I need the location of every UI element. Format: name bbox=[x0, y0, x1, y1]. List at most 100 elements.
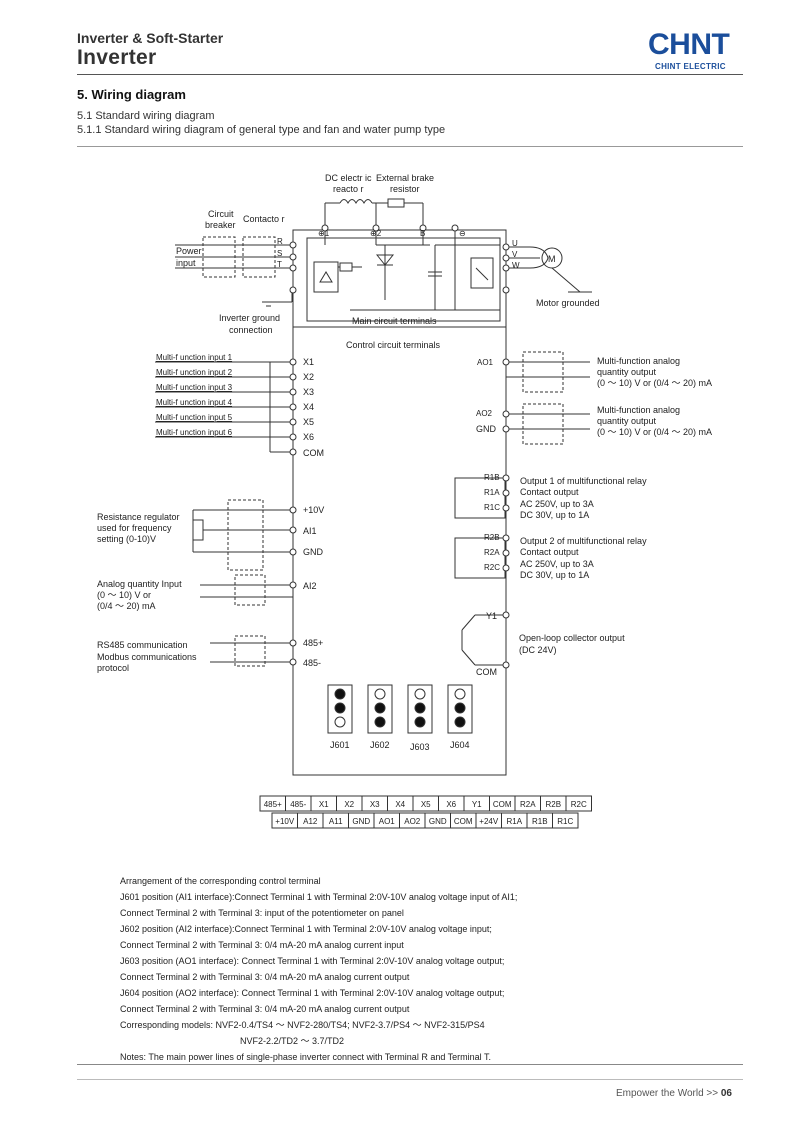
wiring-diagram: DC electr ic reacto r External brake res… bbox=[97, 173, 712, 829]
terminal-label: X4 bbox=[395, 800, 405, 809]
header-category: Inverter & Soft-Starter bbox=[77, 30, 224, 46]
term-r1b: R1B bbox=[484, 473, 500, 482]
oc-label-2: (DC 24V) bbox=[519, 645, 557, 655]
footer-rule-2 bbox=[77, 1079, 743, 1080]
term-p1: ⊕1 bbox=[318, 229, 330, 238]
term-t: T bbox=[277, 260, 282, 269]
rs-label-3: protocol bbox=[97, 663, 129, 673]
res-label-2: used for frequency bbox=[97, 523, 172, 533]
relay2-label-4: DC 30V, up to 1A bbox=[520, 570, 589, 580]
relay1-label-2: Contact output bbox=[520, 487, 579, 497]
terminal-label: R2B bbox=[545, 800, 561, 809]
section-rule bbox=[77, 146, 743, 147]
logo-subtitle: CHINT ELECTRIC bbox=[655, 62, 726, 71]
ground-label-1: Inverter ground bbox=[219, 313, 280, 323]
note-line: Notes: The main power lines of single-ph… bbox=[120, 1052, 492, 1062]
term-r: R bbox=[277, 237, 283, 246]
mf-input-4: Multi-f unction input 4 bbox=[156, 398, 233, 407]
term-w: W bbox=[512, 261, 520, 270]
note-line: Connect Terminal 2 with Terminal 3: 0/4 … bbox=[120, 940, 404, 950]
term-ao2: AO2 bbox=[476, 409, 493, 418]
mf-input-1: Multi-f unction input 1 bbox=[156, 353, 233, 362]
terminal-label: AO2 bbox=[404, 817, 421, 826]
term-ai2: AI2 bbox=[303, 581, 317, 591]
relay1-label-4: DC 30V, up to 1A bbox=[520, 510, 589, 520]
footer-text: Empower the World >> bbox=[616, 1088, 719, 1099]
motor-ground-label: Motor grounded bbox=[536, 298, 600, 308]
term-com-right: COM bbox=[476, 667, 497, 677]
brake-label-2: resistor bbox=[390, 184, 420, 194]
term-x1: X1 bbox=[303, 357, 314, 367]
footer: Empower the World >> 06 bbox=[616, 1088, 732, 1099]
motor-symbol: M bbox=[548, 254, 556, 264]
note-line: NVF2-2.2/TD2 ～ 3.7/TD2 bbox=[240, 1036, 345, 1046]
term-s: S bbox=[277, 249, 282, 258]
page-number: 06 bbox=[720, 1088, 732, 1099]
term-ao1: AO1 bbox=[477, 358, 494, 367]
term-gnd-right: GND bbox=[476, 424, 497, 434]
terminal-label: 485+ bbox=[264, 800, 282, 809]
terminal-label: A12 bbox=[303, 817, 318, 826]
term-10v: +10V bbox=[303, 505, 324, 515]
terminal-label: X3 bbox=[370, 800, 380, 809]
terminal-label: R1C bbox=[557, 817, 573, 826]
contactor-label: Contacto r bbox=[243, 214, 285, 224]
term-r1a: R1A bbox=[484, 488, 500, 497]
term-b: B bbox=[420, 229, 425, 238]
term-com-left: COM bbox=[303, 448, 324, 458]
ao2-label-2: quantity output bbox=[597, 416, 657, 426]
terminal-label: +10V bbox=[275, 817, 295, 826]
jumper-j603: J603 bbox=[410, 742, 430, 752]
dc-reactor-label-2: reacto r bbox=[333, 184, 364, 194]
term-485p: 485+ bbox=[303, 638, 323, 648]
term-u: U bbox=[512, 239, 518, 248]
rs-label-2: Modbus communications bbox=[97, 652, 197, 662]
jumper-j601: J601 bbox=[330, 740, 350, 750]
note-line: J601 position (AI1 interface):Connect Te… bbox=[120, 892, 518, 902]
note-line: J603 position (AO1 interface): Connect T… bbox=[120, 956, 505, 966]
ao1-label-2: quantity output bbox=[597, 367, 657, 377]
term-ai1: AI1 bbox=[303, 526, 317, 536]
relay1-label-1: Output 1 of multifunctional relay bbox=[520, 476, 647, 486]
power-label-2: input bbox=[176, 258, 196, 268]
footer-rule-1 bbox=[77, 1064, 743, 1065]
jumper-j604: J604 bbox=[450, 740, 470, 750]
note-line: Connect Terminal 2 with Terminal 3: 0/4 … bbox=[120, 1004, 410, 1014]
power-label-1: Power bbox=[176, 246, 202, 256]
relay1-label-3: AC 250V, up to 3A bbox=[520, 499, 594, 509]
terminal-label: Y1 bbox=[472, 800, 482, 809]
terminal-cell bbox=[565, 795, 592, 812]
mf-input-5: Multi-f unction input 5 bbox=[156, 413, 233, 422]
term-r2a: R2A bbox=[484, 548, 500, 557]
terminal-label: COM bbox=[493, 800, 512, 809]
oc-label-1: Open-loop collector output bbox=[519, 633, 625, 643]
term-x5: X5 bbox=[303, 417, 314, 427]
note-line: Corresponding models: NVF2-0.4/TS4 ～ NVF… bbox=[120, 1020, 485, 1030]
term-minus: ⊖ bbox=[459, 229, 466, 238]
aq-label-2: (0 ～ 10) V or bbox=[97, 590, 151, 600]
ao1-label-3: (0 ～ 10) V or (0/4 ～ 20) mA bbox=[597, 378, 712, 388]
subsubsection-title: 5.1.1 Standard wiring diagram of general… bbox=[77, 124, 446, 136]
term-r1c: R1C bbox=[484, 503, 500, 512]
notes-block: Arrangement of the corresponding control… bbox=[120, 873, 720, 1065]
term-x6: X6 bbox=[303, 432, 314, 442]
terminal-label: X1 bbox=[319, 800, 329, 809]
terminal-label: R2C bbox=[571, 800, 587, 809]
terminal-label: COM bbox=[454, 817, 473, 826]
chint-logo: CHNT bbox=[648, 28, 730, 61]
terminal-label: GND bbox=[429, 817, 447, 826]
terminal-label: X5 bbox=[421, 800, 431, 809]
res-label-3: setting (0-10)V bbox=[97, 534, 156, 544]
ground-label-2: connection bbox=[229, 325, 273, 335]
note-line: Connect Terminal 2 with Terminal 3: 0/4 … bbox=[120, 972, 410, 982]
terminal-cell bbox=[552, 812, 579, 829]
breaker-label-2: breaker bbox=[205, 220, 236, 230]
terminal-label: X6 bbox=[446, 800, 456, 809]
aq-label-3: (0/4 ～ 20) mA bbox=[97, 601, 156, 611]
terminal-label: X2 bbox=[344, 800, 354, 809]
section-title: 5. Wiring diagram bbox=[77, 87, 186, 102]
header-rule bbox=[77, 74, 743, 75]
terminal-label: R1A bbox=[506, 817, 522, 826]
